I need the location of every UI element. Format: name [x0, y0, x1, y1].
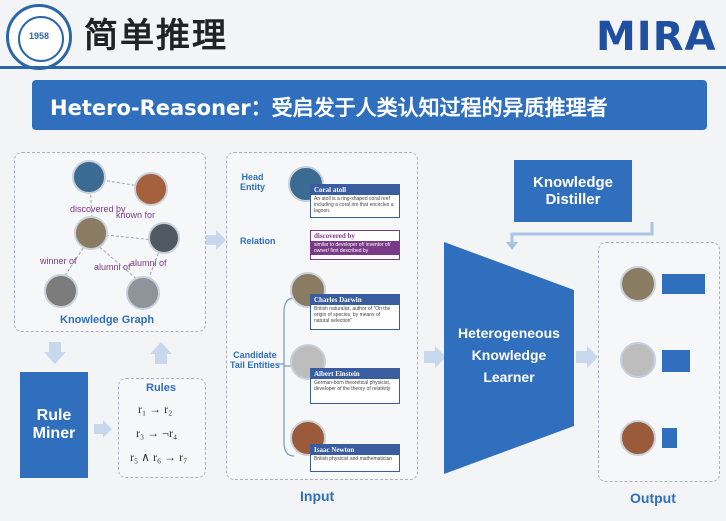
entity-name: Isaac Newton — [311, 445, 399, 455]
newton-candidate-image — [290, 420, 326, 456]
darwin-output-image — [620, 266, 656, 302]
relation-card: discovered by similar to developer of/ i… — [310, 230, 400, 260]
building-node — [126, 276, 160, 310]
edge-label: winner of — [40, 256, 77, 266]
entity-description: German-born theoretical physicist, devel… — [314, 380, 391, 392]
output-score-bar — [662, 274, 705, 294]
output-score-bar — [662, 350, 690, 372]
output-score-bar — [662, 428, 677, 448]
entity-name: Albert Einstein — [311, 369, 399, 379]
entity-name: Coral atoll — [311, 185, 399, 195]
knowledge-graph-title: Knowledge Graph — [60, 314, 155, 326]
rule-miner-box: Rule Miner — [20, 372, 88, 478]
relation-description: similar to developer of/ inventor of/ ow… — [311, 241, 399, 255]
rule-miner-label: Rule Miner — [32, 407, 76, 442]
title-banner — [32, 80, 707, 130]
rules-title: Rules — [146, 382, 176, 394]
edge-label: discovered by — [70, 204, 126, 214]
entity-name: Charles Darwin — [311, 295, 399, 305]
relation-label: Relation — [240, 236, 276, 246]
rule-item: r₁ → r₂ — [138, 402, 173, 416]
university-seal-logo: 1958 — [6, 4, 72, 70]
distiller-connector — [506, 222, 654, 250]
darwin-candidate-image — [290, 272, 326, 308]
header-divider — [0, 66, 726, 69]
seal-year: 1958 — [28, 31, 50, 41]
knowledge-distiller-box: Knowledge Distiller — [514, 160, 632, 222]
knowledge-distiller-label: Knowledge Distiller — [532, 174, 613, 208]
scientist-node — [134, 172, 168, 206]
arrow-right-icon — [576, 346, 598, 368]
candidate-label: Candidate Tail Entities — [230, 350, 280, 370]
arrow-right-icon — [424, 346, 446, 368]
rules-panel — [118, 378, 206, 478]
output-title: Output — [630, 490, 676, 506]
arrow-up-icon — [150, 342, 172, 364]
edge-label: known for — [116, 210, 156, 220]
entity-description: British physicist and mathematician — [314, 456, 393, 462]
page-title: 简单推理 — [84, 16, 228, 56]
head-entity-label: Head Entity — [240, 172, 266, 192]
arrow-right-icon — [206, 230, 226, 250]
banner-text: Hetero-Reasoner：受启发于人类认知过程的异质推理者 — [50, 96, 608, 120]
input-title: Input — [300, 488, 335, 504]
person-node — [148, 222, 180, 254]
entity-description: An atoll is a ring-shaped coral reef inc… — [314, 196, 394, 214]
candidate-card: Isaac Newton British physicist and mathe… — [310, 444, 400, 472]
learner-label: Heterogeneous Knowledge Learner — [458, 325, 560, 385]
arrow-right-icon — [94, 420, 112, 438]
learner-shape — [444, 242, 574, 474]
darwin-node — [74, 216, 108, 250]
einstein-candidate-image — [290, 344, 326, 380]
coral-atoll-node — [72, 160, 106, 194]
arrow-down-icon — [44, 342, 66, 364]
rule-item: r₅ ∧ r₆ → r₇ — [130, 450, 188, 464]
entity-description: British naturalist, author of "On the or… — [314, 306, 391, 324]
mira-brand-logo: MIRA — [596, 14, 717, 60]
relation-name: discovered by — [311, 231, 399, 241]
medal-node — [44, 274, 78, 308]
candidate-card: Charles Darwin British naturalist, autho… — [310, 294, 400, 330]
einstein-output-image — [620, 342, 656, 378]
edge-label: alumni of — [130, 258, 167, 268]
edge-label: alumni of — [94, 262, 131, 272]
candidate-card: Albert Einstein German-born theoretical … — [310, 368, 400, 404]
head-entity-card: Coral atoll An atoll is a ring-shaped co… — [310, 184, 400, 218]
rule-item: r₃ → ¬r₄ — [136, 426, 178, 440]
newton-output-image — [620, 420, 656, 456]
